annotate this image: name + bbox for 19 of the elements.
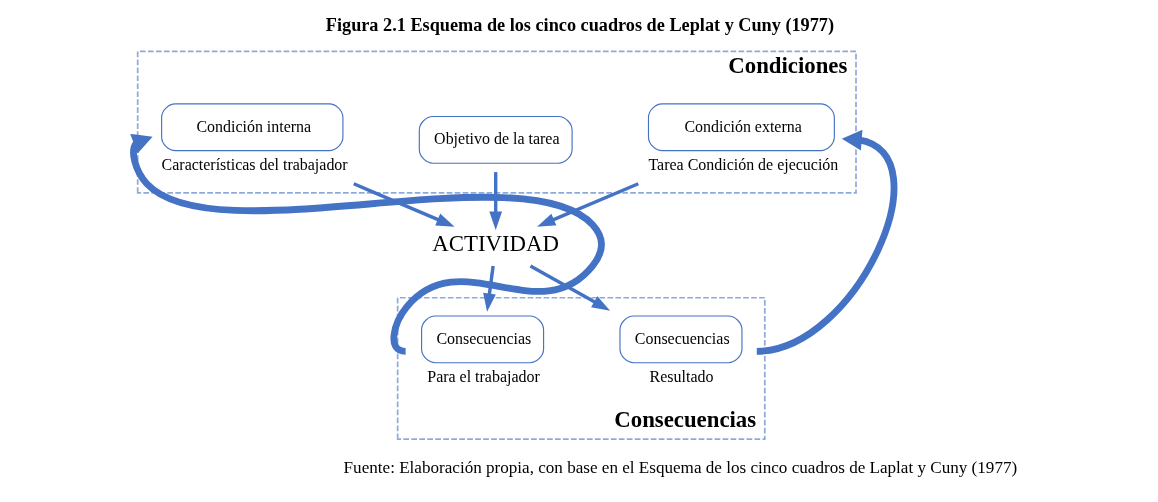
node-label: Resultado (649, 368, 713, 386)
arrow (129, 133, 605, 355)
arrow (352, 182, 455, 227)
node-box: Objetivo de la tarea (418, 115, 573, 164)
node-box: Consecuencias (618, 315, 743, 364)
node-box: Condición interna (160, 103, 343, 152)
node-label: Características del trabajador (161, 156, 348, 174)
node-box: Consecuencias (420, 315, 544, 364)
caption: Fuente: Elaboración propia, con base en el Esquema de los cinco cuadros de Laplat y Cuny (1977) (343, 457, 1017, 477)
arrow (536, 182, 639, 227)
diagram-title: Figura 2.1 Esquema de los cinco cuadros de Leplat y Cuny (1977) (325, 14, 834, 35)
node-text: ACTIVIDAD (431, 231, 559, 256)
arrow (482, 265, 496, 312)
node-label: Para el trabajador (426, 368, 540, 386)
node-label: Tarea Condición de ejecución (647, 156, 838, 174)
node-box: Condición externa (647, 103, 835, 152)
arrow (755, 129, 897, 355)
arrow (488, 172, 502, 230)
arrow (529, 264, 610, 311)
